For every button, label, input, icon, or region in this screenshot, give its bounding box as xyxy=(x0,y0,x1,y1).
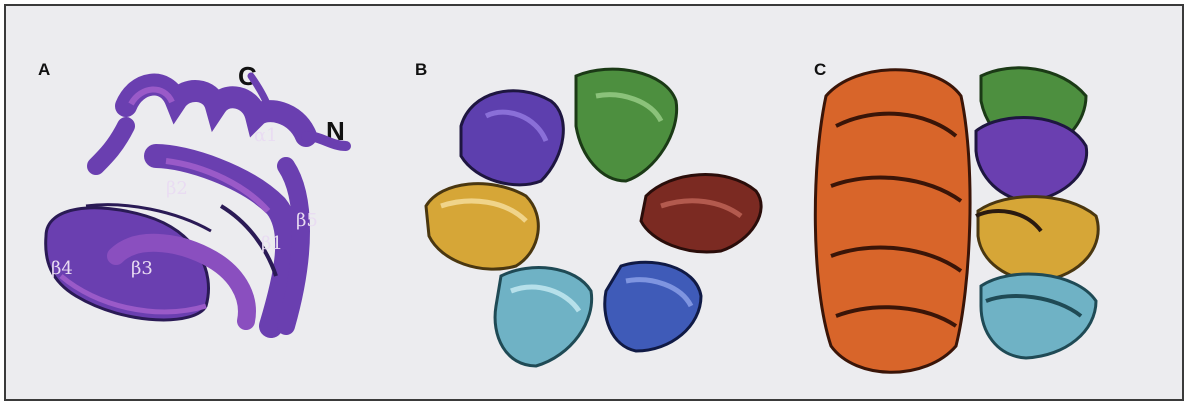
label-beta4: β4 xyxy=(51,258,73,279)
figure-frame: A C N α1 β2 β1 β5 β4 β3 B xyxy=(4,4,1184,401)
subunit-red xyxy=(641,175,761,252)
stack-right xyxy=(976,68,1098,358)
label-beta5: β5 xyxy=(296,210,318,231)
subunit-blue xyxy=(605,262,701,351)
hexamer-ring xyxy=(401,6,791,403)
subunit-purple xyxy=(461,91,563,185)
subunit-green xyxy=(576,69,677,181)
side-view xyxy=(796,6,1184,403)
panel-c: C xyxy=(796,6,1184,399)
subunit-cyan xyxy=(495,268,592,366)
label-beta2: β2 xyxy=(166,178,188,199)
label-beta3: β3 xyxy=(131,258,153,279)
label-beta1: β1 xyxy=(261,233,283,254)
panel-a: A C N α1 β2 β1 β5 β4 β3 xyxy=(6,6,396,399)
label-alpha1: α1 xyxy=(254,125,278,146)
monomer-ribbon: α1 β2 β1 β5 β4 β3 xyxy=(6,6,396,403)
panel-b: B xyxy=(401,6,791,399)
subunit-yellow xyxy=(426,184,538,269)
stack-left-orange xyxy=(815,70,970,373)
